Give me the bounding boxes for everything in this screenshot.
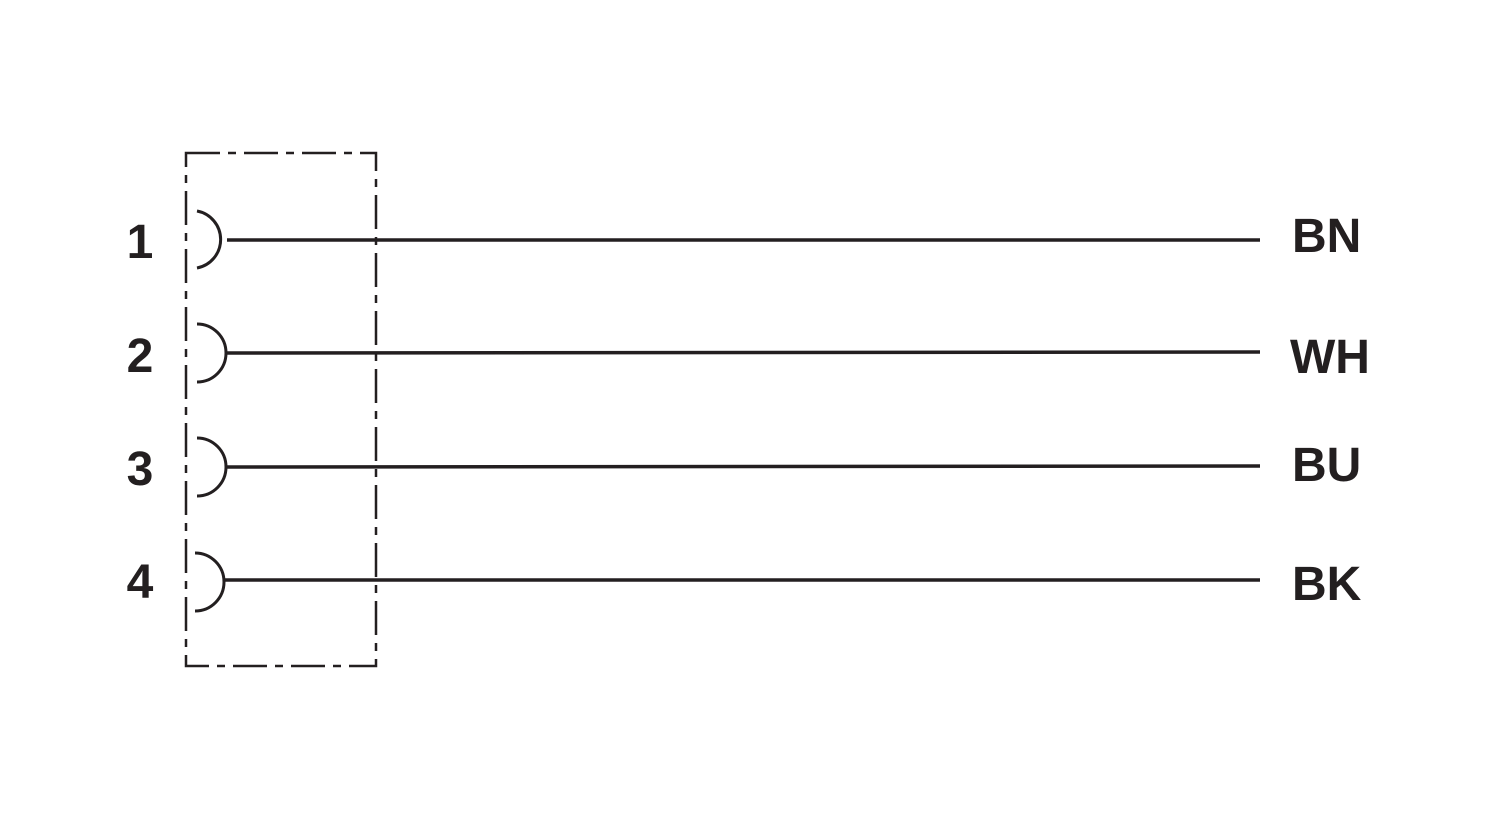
pin-number-label: 3 <box>127 443 154 496</box>
wire-color-label: BK <box>1292 558 1362 611</box>
wire-color-label: BU <box>1292 439 1361 492</box>
wire-line <box>226 464 1261 469</box>
pin-number-label: 4 <box>127 556 154 609</box>
socket-contact-icon <box>196 436 228 498</box>
wire-color-label: WH <box>1290 331 1370 384</box>
pin-row-2: 2 WH <box>127 322 1370 384</box>
pin-row-1: 1 BN <box>127 209 1361 270</box>
pin-number-label: 1 <box>127 216 154 269</box>
socket-contact-icon <box>196 209 223 270</box>
pin-row-4: 4 BK <box>127 551 1362 613</box>
socket-contact-icon <box>196 322 228 384</box>
wire-line <box>226 350 1261 355</box>
connector-housing-outline <box>184 151 378 668</box>
socket-contact-icon <box>194 551 226 613</box>
pin-number-label: 2 <box>127 330 154 383</box>
wire-color-label: BN <box>1292 210 1361 263</box>
pin-row-3: 3 BU <box>127 436 1361 498</box>
